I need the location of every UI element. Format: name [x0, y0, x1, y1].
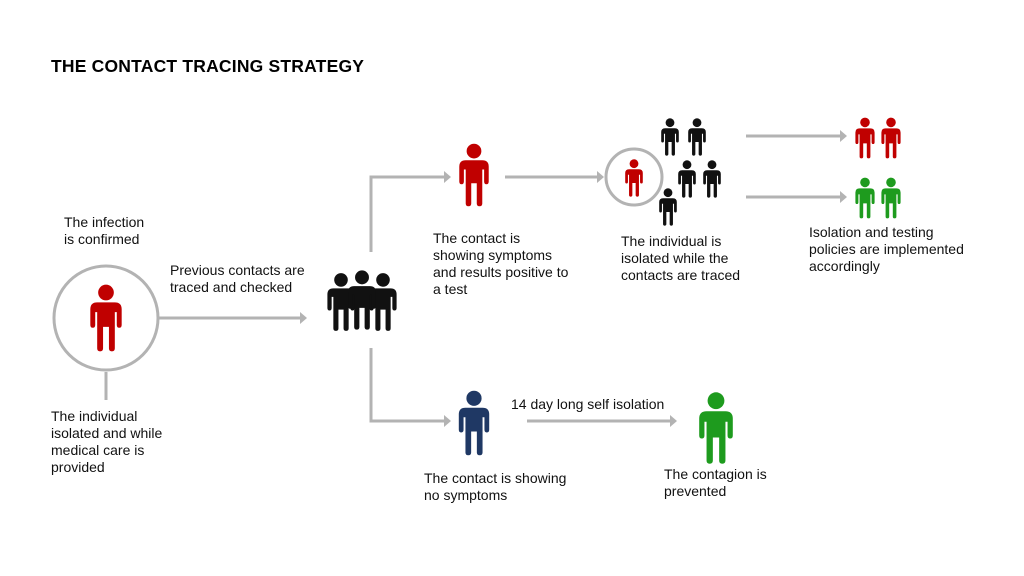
person-icon — [348, 270, 376, 330]
isolated-person-icon — [625, 159, 643, 197]
contagion-prevented-label: The contagion is prevented — [664, 466, 767, 499]
isolation-ring — [52, 264, 160, 372]
positive-pair-icon — [855, 117, 901, 159]
arrowhead — [840, 130, 847, 142]
symptomatic-contact-icon — [459, 143, 489, 207]
arrowheads — [300, 130, 847, 427]
infected-person-icon — [90, 284, 122, 352]
connector-lines — [104, 134, 840, 423]
page-title: THE CONTACT TRACING STRATEGY — [51, 56, 365, 76]
arrowhead — [444, 171, 451, 183]
person-icon — [855, 177, 875, 219]
arrowhead — [840, 191, 847, 203]
infection-confirmed-label: The infection is confirmed — [64, 214, 145, 247]
connector-up-branch — [369, 175, 444, 252]
person-icon — [659, 188, 677, 226]
person-icon — [688, 118, 706, 156]
arrowhead — [444, 415, 451, 427]
person-icon — [678, 160, 696, 198]
arrowhead — [670, 415, 677, 427]
small-isolation-ring — [604, 147, 664, 207]
connector-down-branch — [369, 348, 444, 423]
negative-pair-icon — [855, 177, 901, 219]
individual-isolated-label: The individual isolated and while medica… — [51, 408, 163, 475]
healthy-person-icon — [699, 392, 733, 464]
asymptomatic-contact-icon — [458, 390, 490, 456]
arrowhead — [597, 171, 604, 183]
person-icon — [881, 117, 901, 159]
contacts-traced-label: Previous contacts are traced and checked — [170, 262, 305, 295]
person-icon — [703, 160, 721, 198]
person-icon — [881, 177, 901, 219]
isolated-while-traced-label: The individual is isolated while the con… — [621, 233, 741, 283]
isolation-policies-label: Isolation and testing policies are imple… — [809, 224, 964, 274]
arrowhead — [300, 312, 307, 324]
person-icon — [661, 118, 679, 156]
contact-no-symptoms-label: The contact is showing no symptoms — [424, 470, 567, 503]
contacts-group-icon — [327, 270, 397, 331]
self-isolation-label: 14 day long self isolation — [511, 396, 665, 412]
person-icon — [855, 117, 875, 159]
contact-positive-label: The contact is showing symptoms and resu… — [433, 230, 569, 297]
traced-contacts-icon — [659, 118, 721, 226]
